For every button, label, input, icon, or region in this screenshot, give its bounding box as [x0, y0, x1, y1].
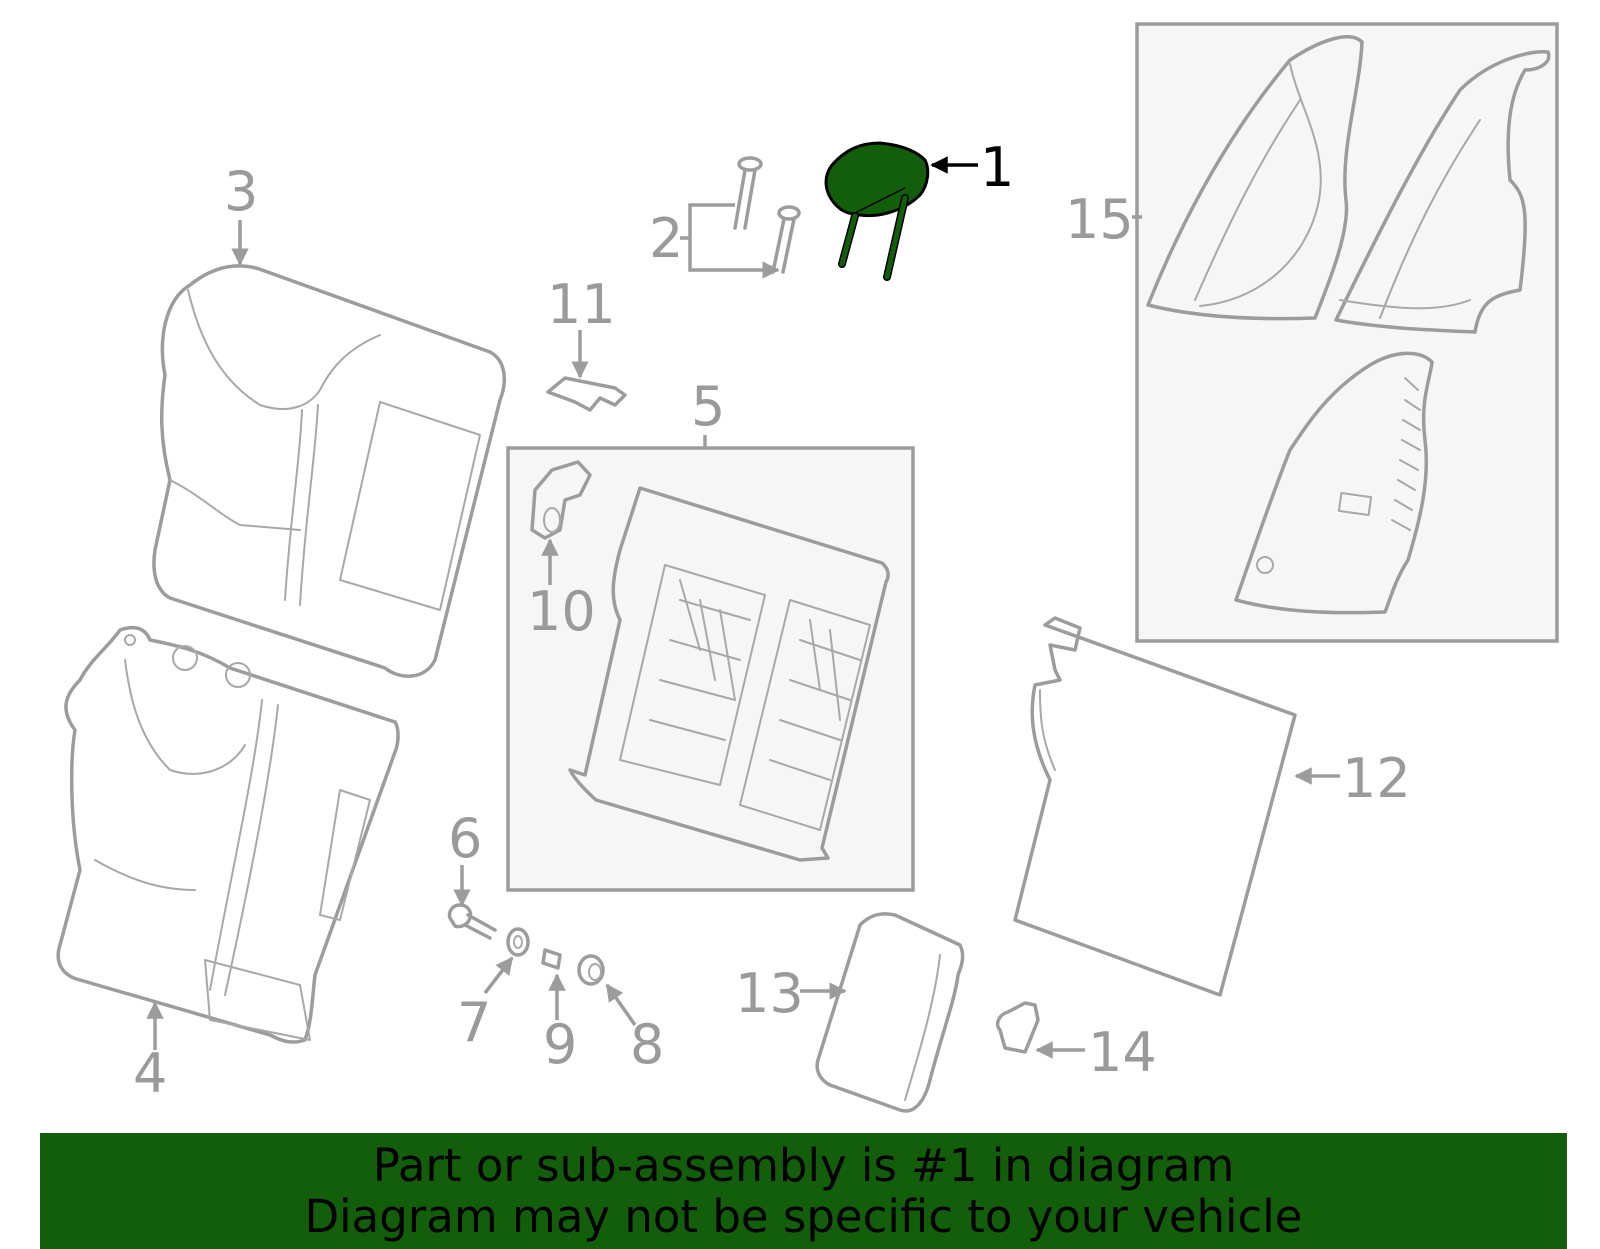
- banner-line-2: Diagram may not be specific to your vehi…: [304, 1190, 1303, 1243]
- callout-3: 3: [224, 160, 258, 223]
- banner-line-1: Part or sub-assembly is #1 in diagram: [372, 1139, 1235, 1192]
- callout-15: 15: [1065, 188, 1134, 251]
- callout-7: 7: [457, 991, 491, 1054]
- callout-2: 2: [649, 207, 683, 270]
- clip-part-14: [995, 1001, 1040, 1054]
- box-15: [1135, 22, 1559, 643]
- headrest-part-1: [824, 141, 930, 281]
- callout-5: 5: [691, 375, 725, 438]
- callout-4: 4: [133, 1042, 167, 1105]
- armrest-part-13: [815, 912, 965, 1113]
- headrest-guides-part-2: [733, 156, 801, 274]
- back-panel-part-12: [1013, 616, 1297, 997]
- callout-11: 11: [547, 273, 616, 336]
- box-5: [506, 446, 915, 892]
- seatback-cover-part-4: [56, 626, 400, 1044]
- callout-9: 9: [543, 1013, 577, 1076]
- disclaimer-banner: Part or sub-assembly is #1 in diagram Di…: [40, 1133, 1567, 1249]
- leader-lines: [146, 156, 1340, 1059]
- callout-12: 12: [1342, 747, 1411, 810]
- trim-bracket: [1234, 351, 1434, 615]
- seatback-frame: [568, 486, 890, 862]
- trim-panel-right: [1334, 50, 1551, 334]
- fasteners: [447, 903, 605, 986]
- callout-labels: 1 2 3 4 5 6 7 8 9 10 11 12 13 14 15: [133, 136, 1411, 1105]
- clip-part-11: [546, 376, 627, 412]
- callout-6: 6: [448, 807, 482, 870]
- trim-panel-left: [1146, 35, 1364, 321]
- spacer-part-9: [541, 948, 562, 970]
- washer-part-7: [506, 927, 530, 957]
- callout-8: 8: [630, 1013, 664, 1076]
- callout-1: 1: [980, 136, 1014, 199]
- grommet-part-8: [577, 954, 605, 986]
- seatback-cover-part-3: [152, 264, 507, 678]
- bracket-part-10: [530, 460, 592, 540]
- callout-10: 10: [527, 580, 596, 643]
- callout-13: 13: [735, 962, 804, 1025]
- callout-14: 14: [1088, 1021, 1157, 1084]
- bolt-part-6: [447, 903, 497, 940]
